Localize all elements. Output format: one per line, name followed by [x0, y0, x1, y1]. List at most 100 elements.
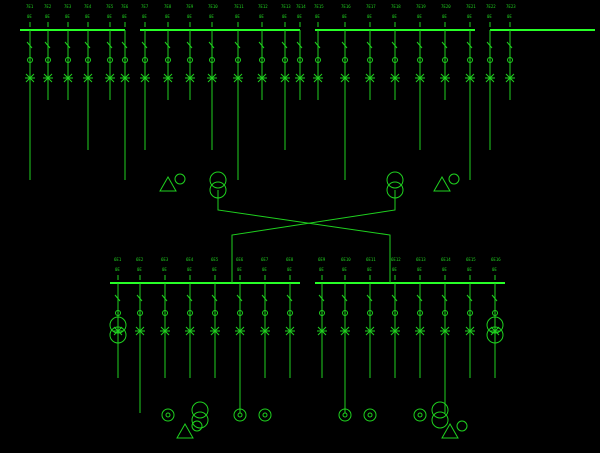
motor-icon	[233, 408, 247, 422]
power-transformer-icon	[431, 401, 449, 429]
current-transformer-icon	[367, 310, 373, 316]
current-transformer-icon	[262, 310, 268, 316]
upper-feeder-label: 7E23	[506, 4, 516, 9]
lower-feeder-label: 6E13	[416, 257, 426, 262]
upper-feeder-sublabel: 0E	[367, 14, 372, 19]
generator-icon	[159, 173, 186, 192]
current-transformer-icon	[487, 57, 493, 63]
upper-feeder-sublabel: 0E	[507, 14, 512, 19]
upper-feeder-sublabel: 0E	[209, 14, 214, 19]
upper-feeder-label: 7E13	[281, 4, 291, 9]
lower-feeder-sublabel: 0E	[187, 267, 192, 272]
breaker-icon	[120, 73, 130, 83]
upper-feeder-label: 7E15	[314, 4, 324, 9]
power-transformer-icon	[386, 171, 404, 199]
breaker-icon	[140, 73, 150, 83]
upper-feeder-label: 7E20	[441, 4, 451, 9]
lower-feeder-label: 6E14	[441, 257, 451, 262]
power-transformer-icon	[209, 171, 227, 199]
lower-feeder-sublabel: 0E	[287, 267, 292, 272]
current-transformer-icon	[162, 310, 168, 316]
lower-feeder-label: 6E15	[466, 257, 476, 262]
upper-feeder-sublabel: 0E	[187, 14, 192, 19]
motor-icon	[413, 408, 427, 422]
upper-feeder-label: 7E1	[26, 4, 34, 9]
current-transformer-icon	[122, 57, 128, 63]
current-transformer-icon	[282, 57, 288, 63]
upper-feeder-sublabel: 0E	[467, 14, 472, 19]
upper-feeder-label: 7E5	[106, 4, 114, 9]
lower-feeder-label: 6E9	[318, 257, 326, 262]
breaker-icon	[285, 326, 295, 336]
upper-feeder-label: 7E16	[341, 4, 351, 9]
upper-feeder: 7E9 0E	[185, 4, 195, 100]
breaker-icon	[210, 326, 220, 336]
lower-feeder-label: 6E10	[341, 257, 351, 262]
power-transformer-icon	[191, 401, 209, 429]
upper-feeder-label: 7E2	[44, 4, 52, 9]
upper-feeder-label: 7E19	[416, 4, 426, 9]
upper-feeder-sublabel: 0E	[259, 14, 264, 19]
current-transformer-icon	[342, 310, 348, 316]
lower-feeder-label: 6E12	[391, 257, 401, 262]
lower-feeders: 6E10E6E20E6E30E6E40E6E50E6E60E6E70E6E80E…	[113, 257, 501, 413]
current-transformer-icon	[137, 310, 143, 316]
upper-feeder-sublabel: 0E	[297, 14, 302, 19]
current-transformer-icon	[187, 310, 193, 316]
breaker-icon	[415, 326, 425, 336]
current-transformer-icon	[319, 310, 325, 316]
upper-feeder-label: 7E9	[186, 4, 194, 9]
breaker-icon	[280, 73, 290, 83]
current-transformer-icon	[165, 57, 171, 63]
motor-icon	[338, 408, 352, 422]
upper-feeder-label: 7E11	[234, 4, 244, 9]
breaker-icon	[163, 73, 173, 83]
breaker-icon	[365, 326, 375, 336]
upper-feeder-sublabel: 0E	[442, 14, 447, 19]
current-transformer-icon	[115, 310, 121, 316]
current-transformer-icon	[467, 57, 473, 63]
breaker-icon	[465, 73, 475, 83]
upper-feeder-label: 7E17	[366, 4, 376, 9]
current-transformer-icon	[342, 57, 348, 63]
breaker-icon	[135, 326, 145, 336]
upper-feeder-label: 7E22	[486, 4, 496, 9]
upper-feeder-sublabel: 0E	[65, 14, 70, 19]
current-transformer-icon	[107, 57, 113, 63]
upper-feeder-sublabel: 0E	[122, 14, 127, 19]
current-transformer-icon	[259, 57, 265, 63]
motor-icon	[161, 408, 175, 422]
lower-feeder-sublabel: 0E	[262, 267, 267, 272]
breaker-icon	[25, 73, 35, 83]
breaker-icon	[485, 73, 495, 83]
current-transformer-icon	[212, 310, 218, 316]
breaker-icon	[207, 73, 217, 83]
current-transformer-icon	[392, 57, 398, 63]
breaker-icon	[233, 73, 243, 83]
breaker-icon	[465, 326, 475, 336]
breaker-icon	[340, 326, 350, 336]
current-transformer-icon	[142, 57, 148, 63]
breaker-icon	[415, 73, 425, 83]
breaker-icon	[340, 73, 350, 83]
current-transformer-icon	[287, 310, 293, 316]
motor-icon	[258, 408, 272, 422]
current-transformer-icon	[45, 57, 51, 63]
lower-feeder-sublabel: 0E	[212, 267, 217, 272]
